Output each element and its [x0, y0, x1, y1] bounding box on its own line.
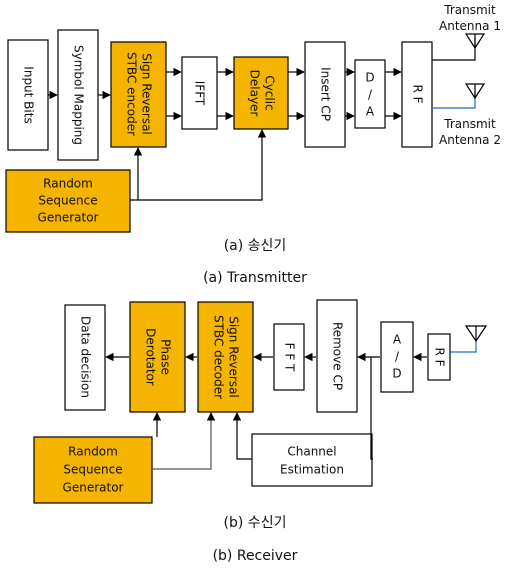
- rx-caption-english: (b) Receiver: [213, 548, 298, 564]
- ifft-label: IFFT: [193, 81, 207, 106]
- sign-reversal-encoder-block: Sign Reversal STBC encoder: [110, 41, 167, 148]
- ad-label-a: A: [393, 333, 402, 347]
- delayer-label-line1: Cyclic: [263, 75, 277, 110]
- channel-estimation-block: Channel Estimation: [251, 433, 373, 487]
- encoder-label-line1: Sign Reversal: [140, 53, 154, 135]
- da-label-a: A: [366, 105, 375, 119]
- derotator-label-line1: Phase: [159, 339, 173, 375]
- antenna2-label-line1: Transmit: [443, 117, 496, 131]
- chan-est-line1: Channel: [287, 445, 336, 459]
- tx-rsg-line3: Generator: [38, 211, 99, 225]
- arrow-rsg-to-decoder: [152, 412, 216, 470]
- remove-cp-label: Remove CP: [331, 322, 345, 390]
- transmit-antenna-2: [432, 83, 486, 109]
- insert-cp-label: Insert CP: [319, 67, 333, 121]
- transmit-antenna-1: [432, 33, 486, 61]
- tx-rsg-line2: Sequence: [38, 194, 97, 208]
- chan-est-line2: Estimation: [280, 463, 344, 477]
- input-bits-label: Input Bits: [22, 66, 36, 123]
- encoder-label-line2: STBC encoder: [125, 52, 139, 136]
- tx-rsg-line1: Random: [43, 177, 93, 191]
- decoder-label-line1: Sign Reversal: [227, 316, 241, 398]
- data-decision-label: Data decision: [79, 316, 93, 398]
- rx-rf-label: R F: [433, 347, 447, 366]
- tx-rf-block: R F: [401, 41, 433, 148]
- cyclic-delayer-block: Cyclic Delayer: [233, 56, 289, 130]
- ad-label-slash: /: [395, 350, 400, 364]
- rx-rsg-line1: Random: [68, 445, 118, 459]
- tx-random-sequence-generator-block: Random Sequence Generator: [5, 169, 131, 233]
- antenna2-label-line2: Antenna 2: [439, 133, 501, 147]
- rx-rsg-line2: Sequence: [63, 463, 122, 477]
- da-label-d: D: [365, 71, 374, 85]
- fft-block: F F T: [273, 323, 305, 391]
- arrow-chanest-to-decoder: [232, 412, 252, 460]
- input-bits-block: Input Bits: [7, 39, 49, 151]
- tx-rf-label: R F: [411, 84, 425, 103]
- arrow-rsg-to-delayer: [130, 129, 267, 201]
- data-decision-block: Data decision: [64, 304, 106, 411]
- line-ad-to-chanest: [370, 357, 373, 460]
- tx-caption-korean: (a) 송신기: [224, 238, 287, 254]
- ifft-block: IFFT: [181, 56, 218, 130]
- ad-label-d: D: [392, 367, 401, 381]
- da-label-slash: /: [368, 88, 373, 102]
- derotator-label-line2: Derotator: [144, 328, 158, 386]
- rx-rf-block: R F: [427, 333, 451, 381]
- rx-caption-korean: (b) 수신기: [224, 515, 287, 531]
- sign-reversal-decoder-block: Sign Reversal STBC decoder: [197, 301, 254, 413]
- transmitter-section: Input Bits Symbol Mapping Sign Reversal …: [5, 3, 501, 286]
- receiver-section: Data decision Phase Derotator Sign Rever…: [33, 299, 488, 564]
- symbol-mapping-block: Symbol Mapping: [57, 29, 99, 161]
- insert-cp-block: Insert CP: [304, 41, 346, 148]
- antenna1-label-line2: Antenna 1: [439, 19, 501, 33]
- antenna1-label-line1: Transmit: [443, 3, 496, 17]
- fft-label: F F T: [283, 343, 297, 372]
- receive-antenna: [450, 325, 488, 353]
- decoder-label-line2: STBC decoder: [212, 315, 226, 399]
- da-converter-block: D / A: [354, 59, 386, 129]
- symbol-mapping-label: Symbol Mapping: [72, 45, 86, 145]
- delayer-label-line2: Delayer: [248, 70, 262, 117]
- ad-converter-block: A / D: [380, 321, 414, 393]
- rx-random-sequence-generator-block: Random Sequence Generator: [33, 436, 153, 504]
- phase-derotator-block: Phase Derotator: [129, 301, 186, 413]
- rx-rsg-line3: Generator: [63, 481, 124, 495]
- remove-cp-block: Remove CP: [316, 299, 358, 413]
- tx-caption-english: (a) Transmitter: [203, 270, 307, 286]
